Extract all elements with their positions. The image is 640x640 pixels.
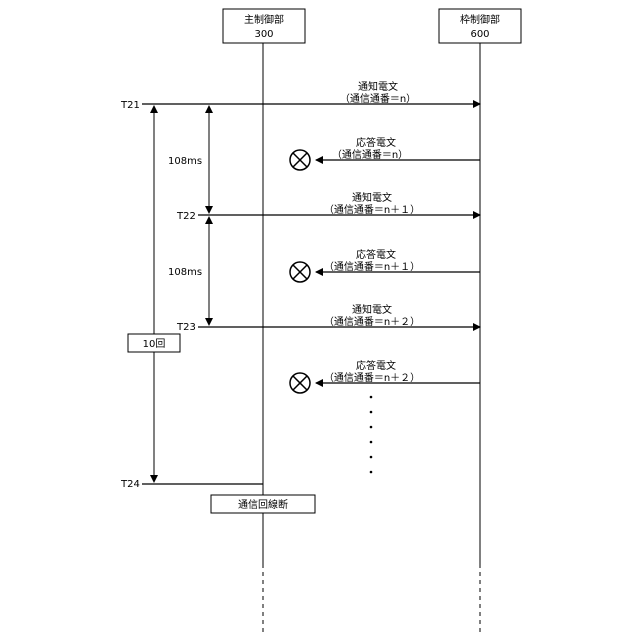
message-notify-n-plus-1-detail: （通信通番＝n＋１） — [324, 204, 420, 216]
disconnect-label: 通信回線断 — [238, 498, 288, 511]
participant-main-id: 300 — [254, 29, 273, 40]
lost-message-icon — [290, 150, 310, 170]
lost-message-icon — [290, 262, 310, 282]
participant-main-name: 主制御部 — [244, 13, 284, 26]
continuation-dots — [370, 396, 373, 474]
disconnect-box: 通信回線断 — [211, 495, 315, 513]
participant-frame: 枠制御部 600 — [439, 9, 521, 43]
message-notify-n-plus-1: 通知電文 （通信通番＝n＋１） — [198, 191, 480, 216]
message-response-n-plus-1-detail: （通信通番＝n＋１） — [324, 261, 420, 273]
lost-message-icon — [290, 373, 310, 393]
time-label-t23: T23 — [176, 322, 196, 333]
time-label-t21: T21 — [120, 100, 140, 111]
message-response-n-plus-2: 応答電文 （通信通番＝n＋２） — [316, 359, 480, 384]
participant-frame-name: 枠制御部 — [460, 13, 500, 26]
retry-count-label: 10回 — [143, 338, 166, 350]
message-notify-n-plus-2-title: 通知電文 — [352, 303, 392, 316]
message-response-n-plus-1-title: 応答電文 — [356, 248, 396, 261]
time-label-t24: T24 — [120, 479, 140, 490]
participant-main: 主制御部 300 — [223, 9, 305, 43]
interval-label-first: 108ms — [168, 156, 202, 167]
message-response-n-plus-1: 応答電文 （通信通番＝n＋１） — [316, 248, 480, 273]
message-notify-n-plus-2: 通知電文 （通信通番＝n＋２） — [198, 303, 480, 328]
message-notify-n-plus-2-detail: （通信通番＝n＋２） — [324, 316, 420, 328]
message-response-n-detail: （通信通番＝n） — [332, 149, 408, 161]
message-notify-n-plus-1-title: 通知電文 — [352, 191, 392, 204]
message-notify-n-detail: （通信通番＝n） — [340, 93, 416, 105]
message-response-n-plus-2-detail: （通信通番＝n＋２） — [324, 372, 420, 384]
message-response-n: 応答電文 （通信通番＝n） — [316, 136, 480, 161]
message-notify-n-title: 通知電文 — [358, 80, 398, 93]
message-response-n-title: 応答電文 — [356, 136, 396, 149]
participant-frame-id: 600 — [470, 29, 489, 40]
retry-count-box: 10回 — [128, 334, 180, 352]
message-response-n-plus-2-title: 応答電文 — [356, 359, 396, 372]
time-label-t22: T22 — [176, 211, 196, 222]
interval-label-second: 108ms — [168, 267, 202, 278]
message-notify-n: 通知電文 （通信通番＝n） — [142, 80, 480, 105]
